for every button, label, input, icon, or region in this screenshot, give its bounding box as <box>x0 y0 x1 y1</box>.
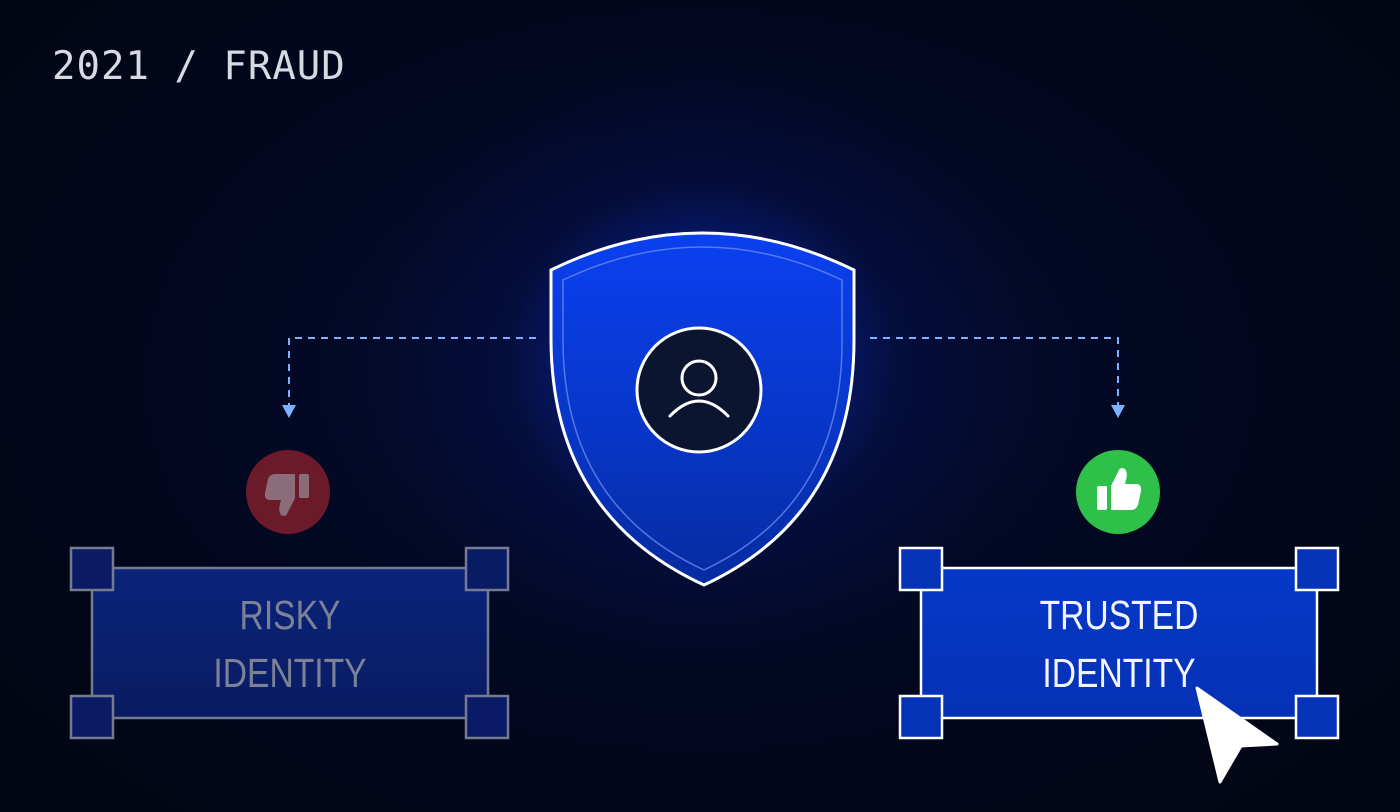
risky-identity-label: RISKY IDENTITY <box>128 586 453 702</box>
corner-handle <box>898 546 944 592</box>
corner-handle <box>464 546 510 592</box>
risky-label-line1: RISKY <box>239 592 341 638</box>
connector-to-trusted <box>870 337 1125 418</box>
corner-handle <box>1294 694 1340 740</box>
eyebrow-label: 2021 / FRAUD <box>52 44 346 89</box>
thumbs-up-icon <box>1076 450 1160 534</box>
arrowhead-down-icon <box>1111 405 1125 418</box>
risky-identity-box <box>69 546 510 740</box>
corner-handle <box>69 694 115 740</box>
mouse-cursor-icon <box>1195 686 1279 784</box>
thumbs-down-icon <box>246 450 330 534</box>
connector-to-risky <box>282 337 536 418</box>
shield-icon <box>549 231 856 587</box>
corner-handle <box>464 694 510 740</box>
trusted-label-line1: TRUSTED <box>1039 592 1199 638</box>
corner-handle <box>69 546 115 592</box>
trusted-identity-label: TRUSTED IDENTITY <box>957 586 1282 702</box>
corner-handle <box>898 694 944 740</box>
risky-label-line2: IDENTITY <box>213 650 367 696</box>
arrowhead-down-icon <box>282 405 296 418</box>
corner-handle <box>1294 546 1340 592</box>
trusted-identity-box <box>898 546 1340 740</box>
user-icon <box>635 326 763 454</box>
trusted-label-line2: IDENTITY <box>1042 650 1196 696</box>
